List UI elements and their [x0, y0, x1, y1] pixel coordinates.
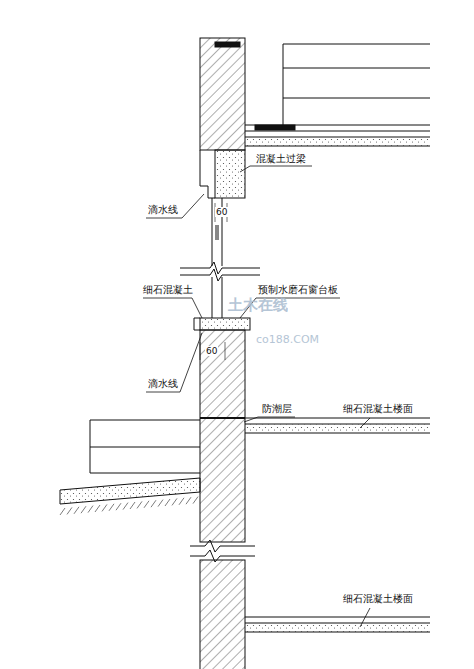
part-label: 混凝土过梁 [256, 154, 306, 165]
part-label: 防潮层 [262, 404, 292, 415]
watermark: 土木在线 [228, 297, 288, 314]
part-label: 预制水磨石窗台板 [258, 285, 338, 296]
part-label: 细石混凝土 [143, 285, 193, 296]
watermark: co188.COM [256, 334, 319, 347]
part-label: 滴水线 [148, 205, 178, 216]
dimension: 60 [215, 207, 228, 217]
part-label: 滴水线 [148, 379, 178, 390]
part-label: 细石混凝土楼面 [343, 404, 413, 415]
dimension: 60 [205, 346, 218, 356]
part-label: 细石混凝土楼面 [343, 594, 413, 605]
